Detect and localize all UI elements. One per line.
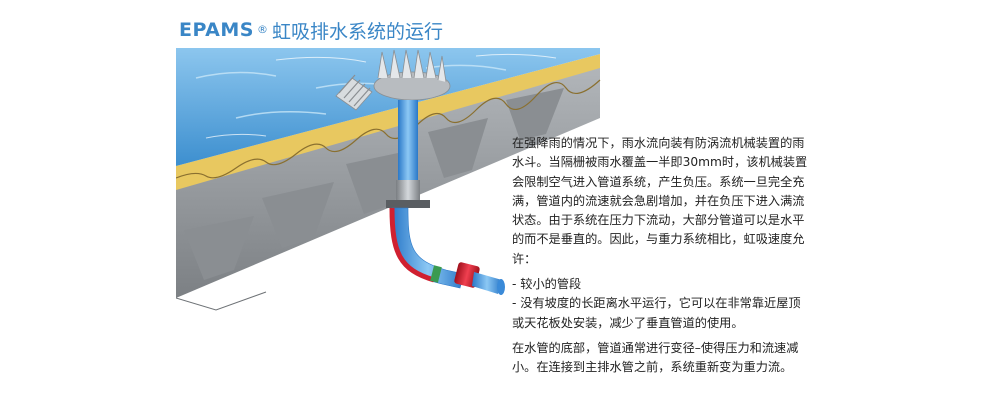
downpipe <box>386 180 505 295</box>
description-text: 在强降雨的情况下，雨水流向装有防涡流机械装置的雨水斗。当隔栅被雨水覆盖一半即30… <box>512 134 812 378</box>
registered-mark: ® <box>256 22 268 36</box>
title-brand: EPAMS <box>179 19 254 41</box>
bullet-small-pipes: - 较小的管段 <box>512 277 582 292</box>
insulation-layer <box>176 54 601 190</box>
page-title: EPAMS ® 虹吸排水系统的运行 <box>179 16 443 44</box>
steel-deck <box>176 56 600 311</box>
bullet-horizontal-runs: - 没有坡度的长距离水平运行，它可以在非常靠近屋顶或天花板处安装，减少了垂直管道… <box>512 296 801 330</box>
description-paragraph-2: 在水管的底部，管道通常进行变径–使得压力和流速减小。在连接到主排水管之前，系统重… <box>512 340 799 375</box>
roof-water <box>176 48 600 166</box>
siphonic-drainage-illustration <box>176 48 601 311</box>
roof-drain-outlet <box>335 49 451 186</box>
description-paragraph-1: 在强降雨的情况下，雨水流向装有防涡流机械装置的雨水斗。当隔栅被雨水覆盖一半即30… <box>512 136 808 266</box>
title-text: 虹吸排水系统的运行 <box>271 20 443 43</box>
